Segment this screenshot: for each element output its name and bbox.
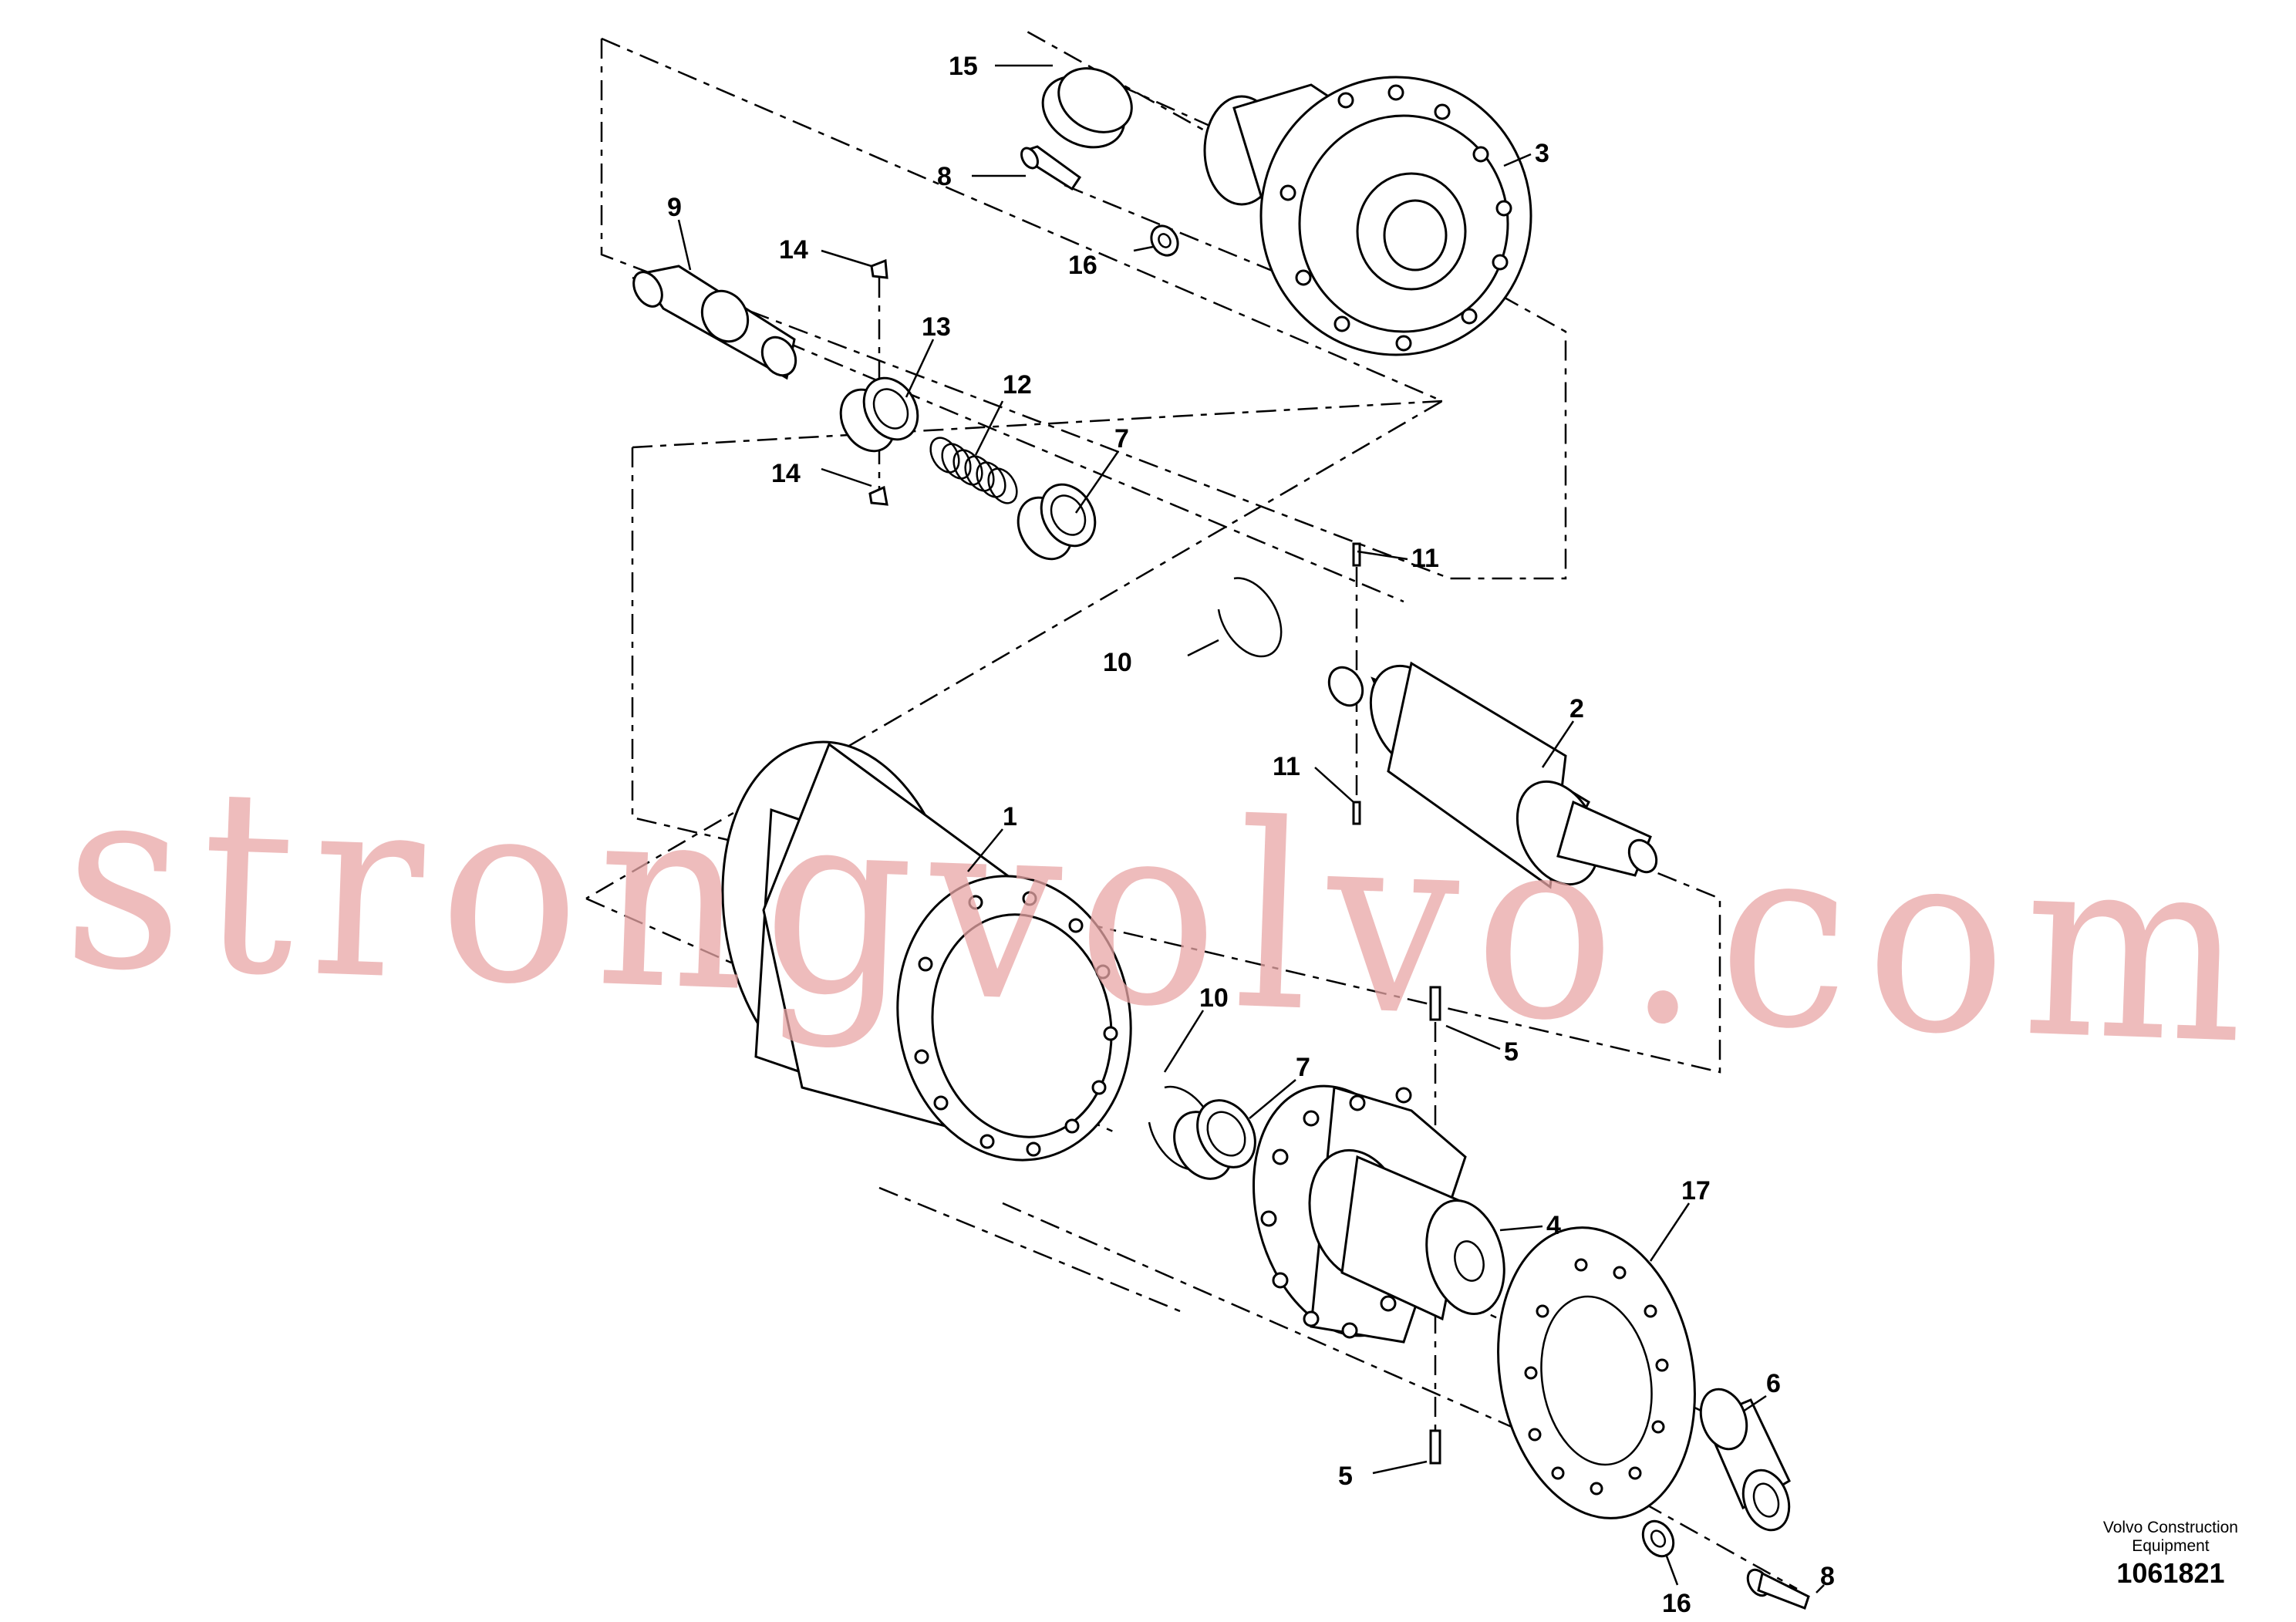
callout-3: 3	[1535, 139, 1549, 168]
callout-7-bottom: 7	[1296, 1053, 1310, 1082]
watermark-text: strongvolvo.com	[59, 728, 2267, 1101]
callout-11-top: 11	[1411, 544, 1439, 573]
part-16-washer-top	[1150, 224, 1179, 257]
part-7-bearing-top	[1017, 483, 1097, 561]
callout-16-bottom: 16	[1662, 1589, 1691, 1618]
part-3-housing	[1203, 76, 1532, 356]
callout-11-bottom: 11	[1273, 752, 1300, 781]
callout-4: 4	[1546, 1211, 1561, 1240]
callout-labels: 15 3 8 9 14 16 13 12 7 14 11 10 2 11 1 1…	[667, 52, 1835, 1618]
part-11-pin-bottom	[1352, 801, 1361, 825]
callout-9: 9	[667, 193, 682, 222]
plate-bolt-holes	[1524, 1258, 1669, 1496]
part-14-pin-top	[870, 258, 888, 279]
part-8-bolt-bottom	[1746, 1568, 1810, 1610]
callout-5-top: 5	[1504, 1037, 1519, 1067]
callout-10-top: 10	[1103, 648, 1132, 677]
callout-14-bottom: 14	[771, 459, 801, 488]
org-name-line-1: Volvo Construction	[2102, 1519, 2238, 1536]
callout-12: 12	[1003, 370, 1032, 400]
part-13-bearing	[839, 376, 919, 453]
callout-10-bottom: 10	[1199, 983, 1229, 1013]
part-14-pin-bottom	[868, 485, 888, 506]
part-9-shaft	[632, 265, 797, 380]
callout-13: 13	[922, 312, 951, 342]
callout-16-top: 16	[1068, 251, 1097, 280]
title-block: Volvo Construction Equipment 1061821	[2103, 1519, 2238, 1591]
hub-bolt-holes	[1260, 1087, 1412, 1339]
drawing-number: 1061821	[2116, 1557, 2225, 1589]
org-name-line-2: Equipment	[2132, 1537, 2210, 1555]
part-16-washer-bottom	[1641, 1519, 1675, 1558]
callout-leaders	[677, 64, 1825, 1593]
part-8-bolt-top	[1020, 145, 1082, 191]
callout-7-top: 7	[1114, 424, 1129, 454]
part-7-bearing-bottom	[1173, 1099, 1256, 1180]
part-17-plate	[1497, 1226, 1696, 1519]
part-15-ring	[1041, 67, 1133, 149]
part-5-pin-bottom	[1429, 1429, 1441, 1465]
part-4-hub	[1252, 1084, 1505, 1344]
part-10-snap-ring-top	[1217, 577, 1283, 658]
roller-body-bolt-holes	[914, 891, 1118, 1157]
callout-8-bottom: 8	[1820, 1562, 1835, 1591]
part-12-spring	[929, 437, 1018, 504]
housing-bolt-holes	[1279, 84, 1512, 352]
callout-2: 2	[1569, 694, 1584, 723]
part-6-sleeve	[1699, 1388, 1791, 1532]
callout-15: 15	[949, 52, 978, 81]
callout-14-top: 14	[779, 235, 808, 265]
callout-17: 17	[1681, 1176, 1711, 1206]
callout-8-top: 8	[937, 162, 952, 191]
part-11-pin-top	[1352, 542, 1361, 567]
callout-6: 6	[1766, 1369, 1781, 1398]
part-1-roller-body	[721, 740, 1132, 1162]
callout-5-bottom: 5	[1338, 1462, 1353, 1491]
part-5-pin-top	[1429, 986, 1441, 1021]
callout-1: 1	[1003, 802, 1017, 831]
part-2-roller-shaft	[1327, 661, 1658, 889]
